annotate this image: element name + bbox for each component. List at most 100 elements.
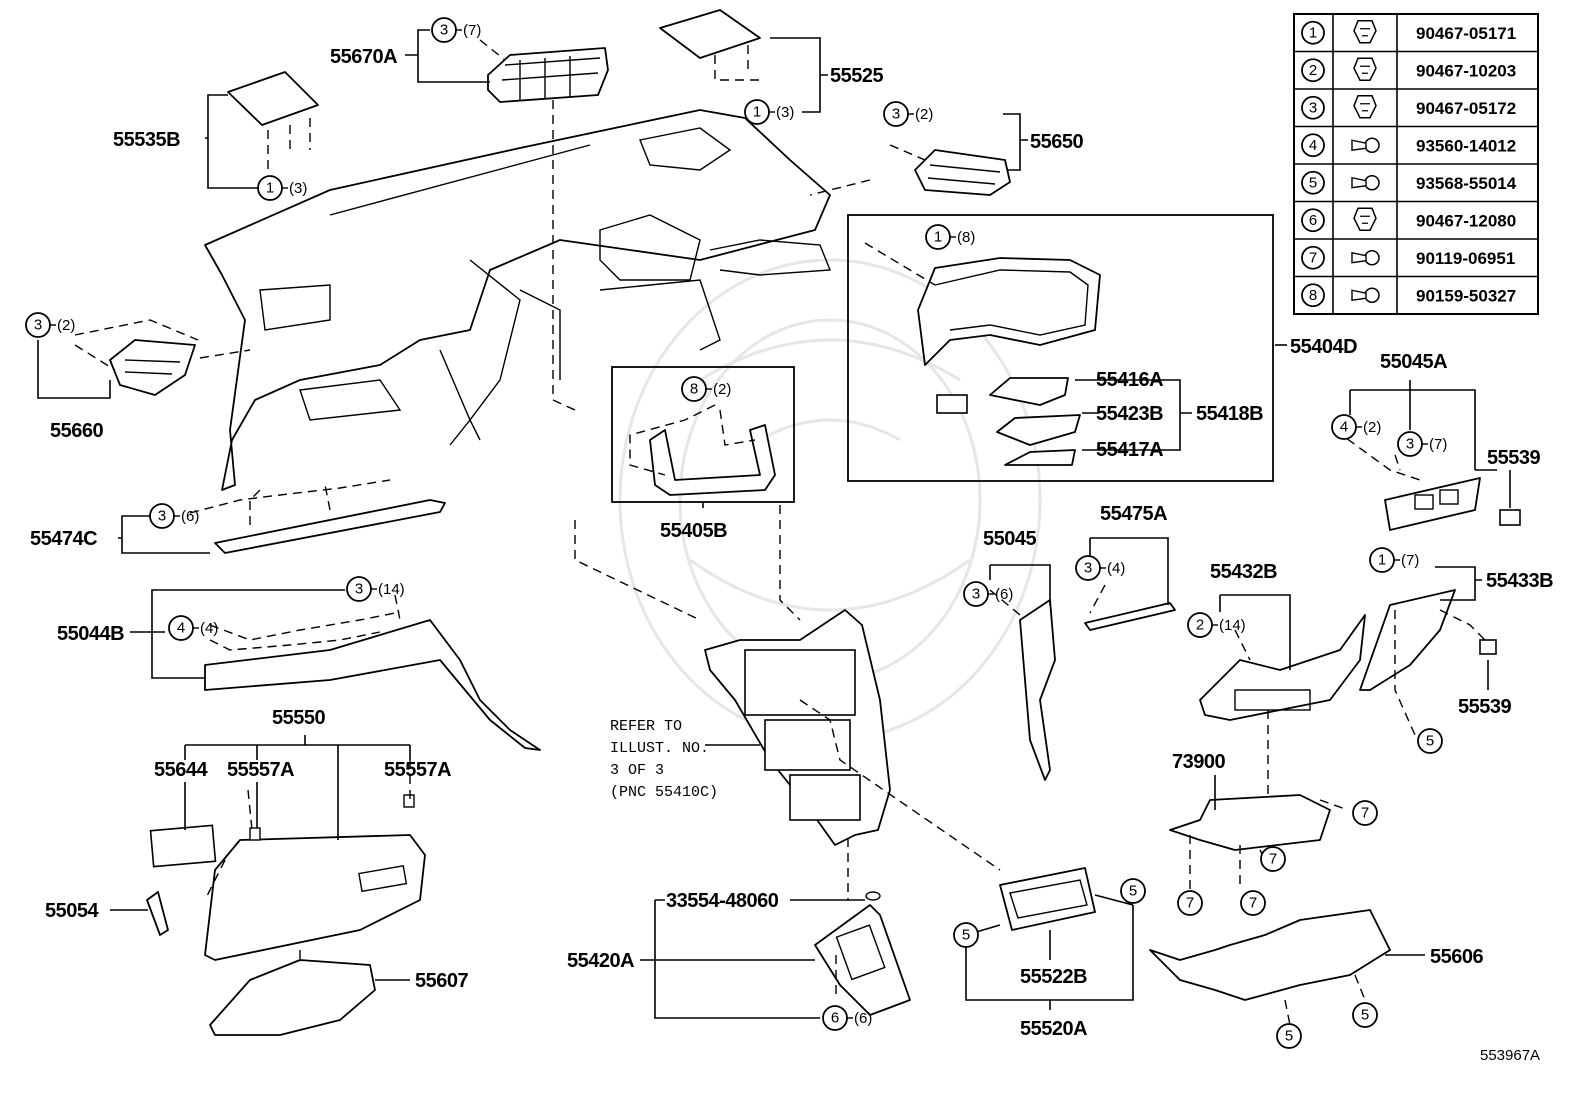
fastener-circle-number: 5 (1285, 1028, 1293, 1045)
shift-panel-55420A (814, 891, 911, 1016)
callout-number: 3 (355, 581, 363, 598)
fastener-number-circle (1301, 58, 1325, 83)
fastener-number: 8 (1309, 287, 1317, 304)
part-label-55416A: 55416A (1096, 369, 1163, 391)
callout-quantity: (8) (957, 229, 975, 246)
side-vent-55650 (914, 149, 1011, 196)
callout-quantity: (2) (915, 106, 933, 123)
strip-55475A (1084, 602, 1176, 631)
reference-note: REFER TO ILLUST. NO. 3 OF 3 (PNC 55410C) (610, 718, 718, 801)
fastener-circle-number: 5 (1426, 733, 1434, 750)
fastener-circle: 7 (1240, 890, 1266, 916)
callout-number: 4 (1340, 419, 1348, 436)
clip-callout: 3(14) (346, 576, 405, 602)
fastener-number: 3 (1309, 99, 1317, 116)
fastener-circle: 5 (1417, 728, 1443, 754)
callout-number: 3 (972, 586, 980, 603)
fastener-part-code: 90467-10203 (1416, 61, 1516, 80)
clip-callout: 3(6) (963, 581, 1013, 607)
panel-55044B (204, 619, 541, 751)
clip-callout: 3(6) (149, 503, 199, 529)
fastener-clip-icon (1353, 95, 1377, 119)
part-label-73900: 73900 (1172, 751, 1225, 773)
fastener-circle-ring (1240, 890, 1266, 916)
side-vent-55660 (109, 339, 196, 396)
instrument-panel (204, 109, 832, 491)
part-label-55423B: 55423B (1096, 403, 1163, 425)
box-55607 (209, 959, 376, 1036)
part-label-55535B: 55535B (113, 129, 180, 151)
callout-quantity: (6) (181, 508, 199, 525)
fastener-circle: 5 (1120, 878, 1146, 904)
clip-callout: 8(2) (681, 376, 731, 402)
callout-number: 1 (753, 104, 761, 121)
callout-quantity: (3) (776, 104, 794, 121)
part-label-55607: 55607 (415, 970, 468, 992)
fastener-part-code: 90467-05172 (1416, 99, 1516, 118)
part-label-33554-48060: 33554-48060 (666, 890, 779, 912)
clip-callout: 4(4) (168, 615, 218, 641)
fastener-part-code: 90119-06951 (1416, 249, 1515, 268)
part-label-55418B: 55418B (1196, 403, 1263, 425)
fastener-number-circle (1301, 170, 1325, 195)
fastener-part-code: 90467-12080 (1416, 211, 1516, 230)
callout-number: 1 (1378, 552, 1386, 569)
part-label-55432B: 55432B (1210, 561, 1277, 583)
fastener-circle-number: 5 (1129, 883, 1137, 900)
clip-callout: 3 (2) (883, 101, 933, 127)
center-console (704, 609, 891, 846)
part-label-55475A: 55475A (1100, 503, 1167, 525)
fastener-circle-ring (1352, 1002, 1378, 1028)
fastener-number-circle (1301, 208, 1325, 233)
callout-number: 1 (266, 180, 274, 197)
part-label-55404D: 55404D (1290, 336, 1357, 358)
part-label-55557A-left: 55557A (227, 759, 294, 781)
fastener-circle: 7 (1260, 846, 1286, 872)
fastener-circle-ring (1417, 728, 1443, 754)
fastener-number-circle (1301, 95, 1325, 120)
part-label-55670A: 55670A (330, 46, 397, 68)
callout-number: 8 (690, 381, 698, 398)
callout-number: 3 (34, 317, 42, 334)
clip-callout: 1(3) (257, 175, 307, 201)
callout-quantity: (2) (57, 317, 75, 334)
part-label-55420A: 55420A (567, 950, 634, 972)
fastener-number-circle (1301, 133, 1325, 158)
callout-quantity: (6) (854, 1010, 872, 1027)
fastener-number-circle (1301, 283, 1325, 308)
reference-note-line-1: REFER TO (610, 718, 682, 735)
callout-number: 3 (892, 106, 900, 123)
cover-55525 (659, 9, 761, 59)
meter-hood-box (847, 214, 1274, 482)
module-73900 (1169, 794, 1331, 851)
under-cover-55606 (1149, 909, 1391, 1001)
part-label-55522B: 55522B (1020, 966, 1087, 988)
leader-lines (37, 29, 1511, 1019)
callout-number: 3 (1084, 560, 1092, 577)
fastener-circle-ring (1352, 800, 1378, 826)
fastener-circle-ring (953, 922, 979, 948)
fastener-number: 7 (1309, 249, 1317, 266)
part-label-55525: 55525 (830, 65, 883, 87)
fastener-circle-number: 7 (1186, 895, 1194, 912)
fastener-clip-icon (1351, 287, 1380, 303)
center-vent-55670A (487, 47, 609, 103)
clip-callout: 3(7) (1397, 431, 1447, 457)
part-label-55433B: 55433B (1486, 570, 1553, 592)
switch-panel-55045A (1384, 477, 1521, 531)
fastener-number: 5 (1309, 174, 1317, 191)
fastener-circle-number: 7 (1249, 895, 1257, 912)
callout-number: 6 (831, 1010, 839, 1027)
fastener-circle-ring (1177, 890, 1203, 916)
clip-callout: 4(2) (1331, 414, 1381, 440)
part-label-55054: 55054 (45, 900, 99, 922)
part-label-55644: 55644 (154, 759, 208, 781)
fastener-number-circle (1301, 20, 1325, 45)
fastener-clip-icon (1351, 175, 1380, 191)
glove-box-55550 (146, 794, 426, 961)
